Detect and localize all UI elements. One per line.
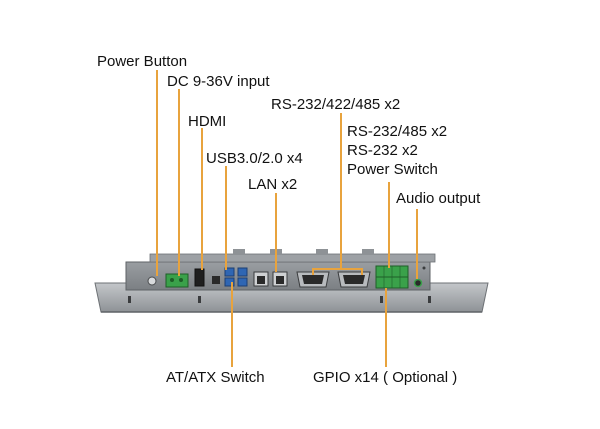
bezel-hole xyxy=(198,296,201,303)
usb-port xyxy=(237,267,248,277)
usb-port xyxy=(237,277,248,287)
label-usb: USB3.0/2.0 x4 xyxy=(206,150,303,167)
bezel-hole xyxy=(428,296,431,303)
hdmi-port xyxy=(194,268,205,287)
dc-terminal xyxy=(165,273,189,288)
usb-port xyxy=(224,267,235,277)
label-dc-input: DC 9-36V input xyxy=(167,73,270,90)
audio-jack xyxy=(413,278,423,288)
label-rs-485: RS-232/485 x2 xyxy=(347,123,448,140)
label-hdmi: HDMI xyxy=(188,113,227,130)
bezel-hole xyxy=(128,296,131,303)
bezel-hole xyxy=(380,296,383,303)
at-atx-switch-port xyxy=(212,276,220,284)
label-at-atx: AT/ATX Switch xyxy=(166,369,265,386)
label-power-button: Power Button xyxy=(97,53,188,70)
usb-port xyxy=(224,277,235,287)
label-lan: LAN x2 xyxy=(248,176,298,193)
label-gpio: GPIO x14 ( Optional ) xyxy=(313,369,458,386)
power-button-port xyxy=(147,276,157,286)
label-power-switch: Power Switch xyxy=(347,161,438,178)
label-audio-output: Audio output xyxy=(396,190,481,207)
label-rs-main: RS-232/422/485 x2 xyxy=(271,96,401,113)
label-rs-232: RS-232 x2 xyxy=(347,142,418,159)
